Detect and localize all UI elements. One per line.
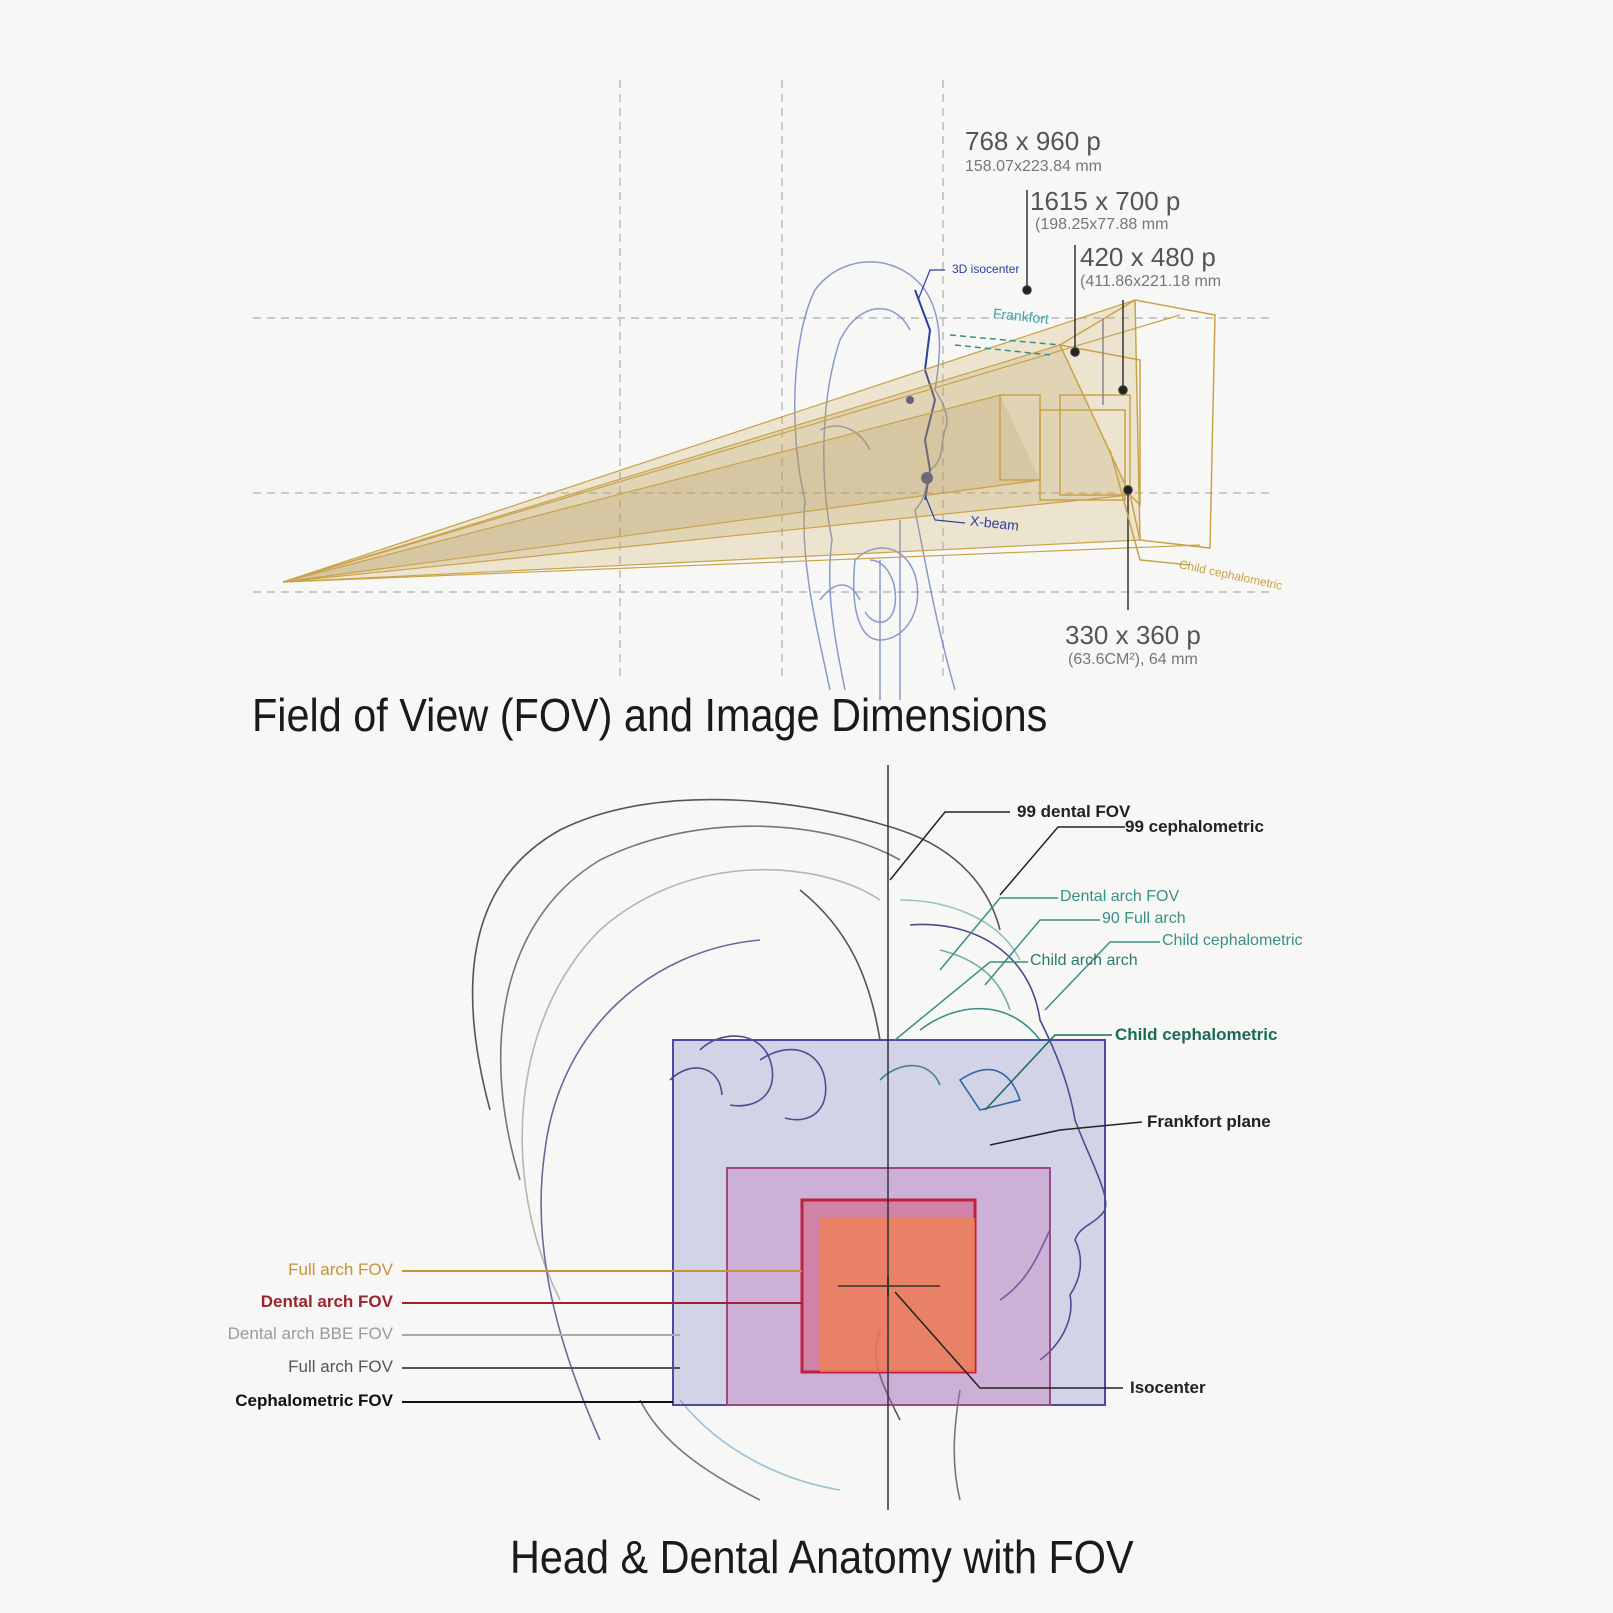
label-dental-arch-fov-left: Dental arch FOV bbox=[260, 1292, 393, 1311]
full-arch-fov-box bbox=[726, 1167, 1051, 1406]
top-title: Field of View (FOV) and Image Dimensions bbox=[252, 689, 1048, 741]
grid-lines bbox=[253, 80, 1270, 680]
label-child-cephalometric-2: Child cephalometric bbox=[1115, 1025, 1278, 1044]
cephalometric-fov-box bbox=[672, 1039, 1106, 1406]
fov-beam-diagram bbox=[253, 80, 1270, 700]
label-cephalometric-fov: Cephalometric FOV bbox=[235, 1391, 393, 1410]
left-leader-lines bbox=[402, 1270, 802, 1403]
dental-arch-fov-box bbox=[800, 1198, 977, 1374]
dim-label-4: 330 x 360 p bbox=[1065, 620, 1201, 650]
annotation-isocenter: 3D isocenter bbox=[952, 262, 1020, 276]
label-99-cephalometric: 99 cephalometric bbox=[1125, 817, 1264, 836]
dim-sub-4: (63.6CM²), 64 mm bbox=[1068, 651, 1198, 668]
dim-sub-3: (411.86x221.18 mm bbox=[1080, 273, 1222, 290]
dim-sub-1: 158.07x223.84 mm bbox=[965, 158, 1102, 175]
head-sketch-top bbox=[794, 261, 956, 700]
annotation-leaders bbox=[917, 269, 966, 524]
label-full-arch-fov-2: Full arch FOV bbox=[288, 1357, 393, 1376]
label-90-full-arch: 90 Full arch bbox=[1102, 910, 1186, 927]
label-child-cephalometric-1: Child cephalometric bbox=[1162, 932, 1303, 949]
dimension-callouts bbox=[1022, 190, 1191, 610]
child-arch-fov-box bbox=[820, 1218, 975, 1372]
dim-label-1: 768 x 960 p bbox=[965, 126, 1101, 156]
label-frankfort-plane: Frankfort plane bbox=[1147, 1112, 1271, 1131]
dim-label-3: 420 x 480 p bbox=[1080, 242, 1216, 272]
label-full-arch-fov-1: Full arch FOV bbox=[288, 1260, 393, 1279]
dim-sub-2: (198.25x77.88 mm bbox=[1035, 216, 1169, 233]
beam-cone bbox=[282, 299, 1216, 583]
bottom-title: Head & Dental Anatomy with FOV bbox=[510, 1531, 1134, 1583]
label-child-arch: Child arch arch bbox=[1030, 952, 1138, 969]
label-isocenter: Isocenter bbox=[1130, 1378, 1206, 1397]
sketch-accent-lines bbox=[906, 289, 937, 501]
label-dental-arch-bbe-fov: Dental arch BBE FOV bbox=[227, 1324, 393, 1343]
label-99-dental-fov: 99 dental FOV bbox=[1017, 802, 1131, 821]
label-dental-arch-fov-right: Dental arch FOV bbox=[1060, 888, 1180, 905]
dim-label-2: 1615 x 700 p bbox=[1030, 186, 1181, 216]
isocenter-axis bbox=[838, 765, 940, 1510]
head-sketch-bottom bbox=[471, 798, 1107, 1501]
